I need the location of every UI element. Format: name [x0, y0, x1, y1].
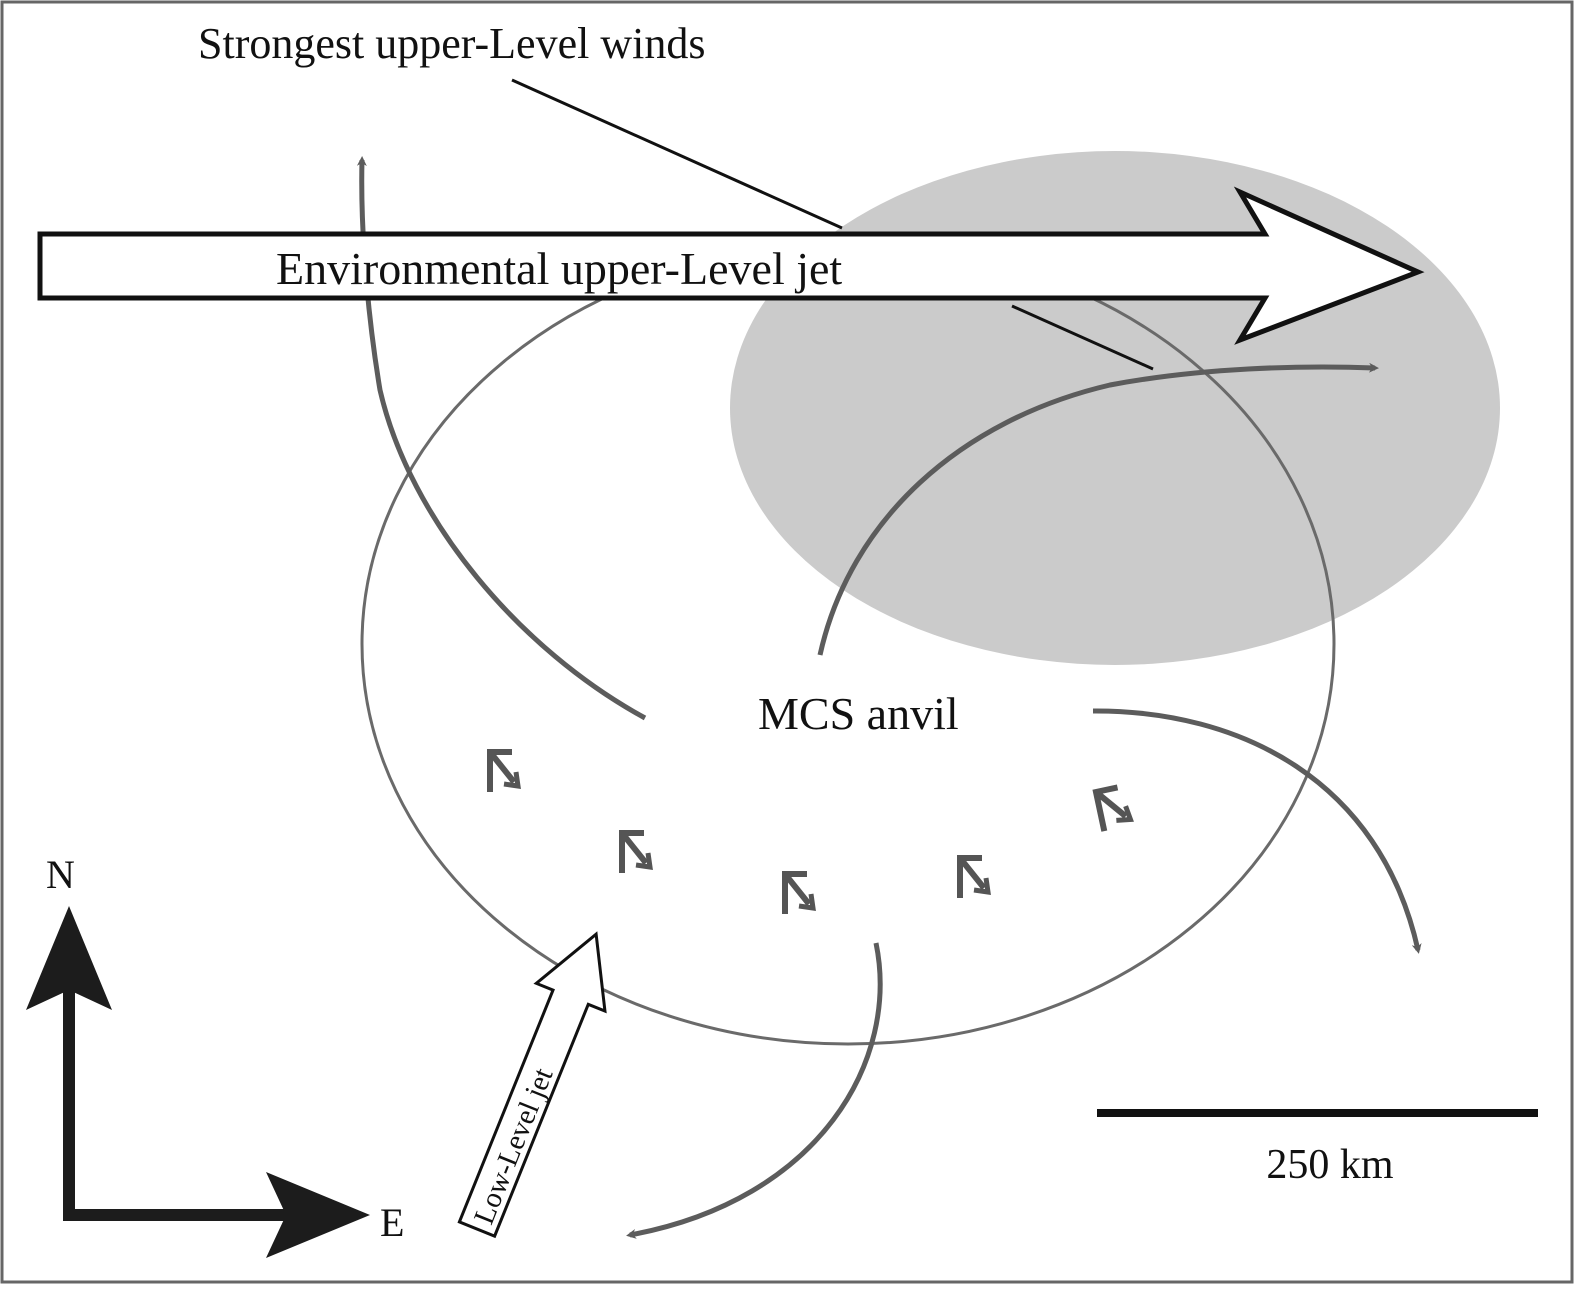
outflow-arrow-south	[626, 942, 883, 1239]
east-label: E	[380, 1200, 404, 1245]
strongest-winds-region	[730, 151, 1500, 665]
leader-line-lower	[1011, 304, 1154, 371]
upper-level-jet-arrow	[37, 186, 1425, 345]
leader-line-upper	[511, 78, 843, 230]
north-arrowhead	[26, 906, 112, 1010]
outflow-arrow-southeast	[1092, 708, 1422, 954]
mcs-anvil-label: MCS anvil	[758, 688, 959, 739]
compass: N E	[26, 852, 404, 1258]
north-label: N	[46, 852, 75, 897]
strongest-winds-label: Strongest upper-Level winds	[198, 19, 705, 68]
east-arrowhead	[266, 1172, 370, 1258]
upper-level-jet-label: Environmental upper-Level jet	[276, 243, 842, 294]
outflow-arrow-northeast	[817, 362, 1379, 656]
scale-label: 250 km	[1266, 1142, 1394, 1188]
